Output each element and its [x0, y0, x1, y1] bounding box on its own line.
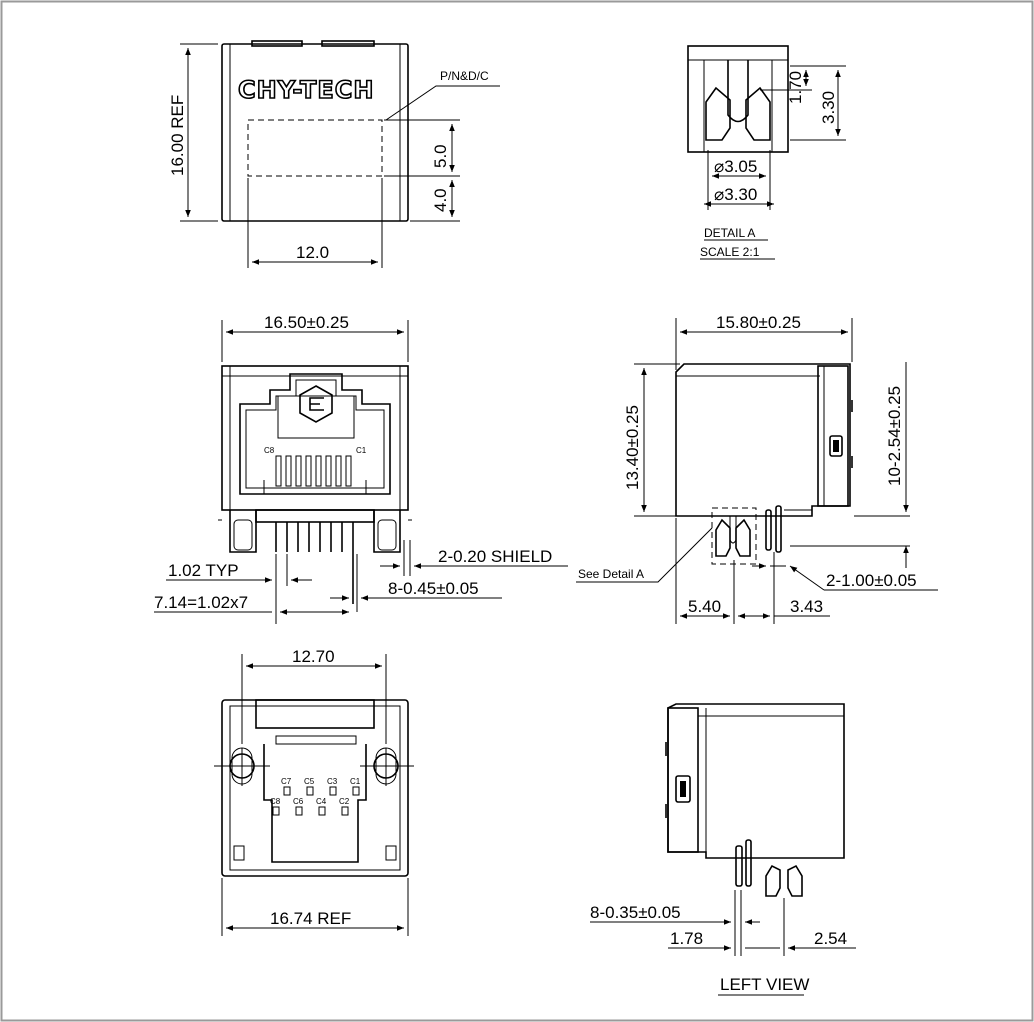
contact-label-c6: C6 [293, 797, 304, 806]
detail-slot-dim: 1.70 [786, 71, 805, 104]
bottom-width-dim: 16.74 REF [270, 909, 351, 928]
contact-label-c7: C7 [281, 777, 292, 786]
pitch-total-dim: 7.14=1.02x7 [154, 593, 248, 612]
front-contacts [275, 455, 352, 487]
brand-logo: CHY-TECH [238, 76, 374, 104]
contact-label-right: C1 [356, 446, 367, 455]
bottom-view-body [221, 699, 409, 877]
detail-a-view: 1.70 3.30 ⌀3.05 ⌀3.30 DETAIL A SCALE 2:1 [687, 45, 846, 260]
left-dim-a: 1.78 [670, 929, 703, 948]
detail-peg-left [705, 86, 731, 141]
front-pins [275, 522, 354, 604]
side-dim-b: 3.43 [790, 597, 823, 616]
left-view-body [667, 703, 845, 859]
detail-slot [727, 60, 749, 123]
detail-inner-dia: ⌀3.05 [714, 157, 757, 176]
left-pins-dim: 8-0.35±0.05 [590, 903, 681, 922]
side-width-dim: 15.80±0.25 [716, 313, 801, 332]
left-dim-b: 2.54 [814, 929, 847, 948]
peg-dia-dim: 2-1.00±0.05 [826, 571, 917, 590]
label-area-text: P/N&D/C [440, 69, 489, 83]
led-height-dim: 10-2.54±0.25 [885, 386, 904, 486]
see-detail-a-text: See Detail A [578, 567, 644, 581]
left-view-title: LEFT VIEW [720, 975, 809, 994]
top-view-body [221, 43, 409, 222]
label-height-dim: 5.0 [431, 144, 450, 168]
contact-label-c8: C8 [270, 797, 281, 806]
side-dim-a: 5.40 [688, 597, 721, 616]
front-peg-right [373, 510, 401, 553]
left-view: 8-0.35±0.05 1.78 2.54 LEFT VIEW [590, 703, 856, 996]
contact-label-left: C8 [264, 446, 275, 455]
bottom-view: C7 C5 C3 C1 C8 C6 C4 C2 12.70 16.74 REF [214, 647, 414, 936]
contact-label-c4: C4 [316, 797, 327, 806]
detail-outer-dia: ⌀3.30 [714, 185, 757, 204]
top-view: CHY-TECH P/N&D/C 16.00 REF 5.0 4.0 12.0 [168, 40, 500, 268]
front-view: C8 C1 [154, 313, 568, 624]
left-led-window [675, 775, 691, 803]
contact-label-c2: C2 [339, 797, 350, 806]
front-width-dim: 16.50±0.25 [264, 313, 349, 332]
contact-label-c3: C3 [327, 777, 338, 786]
bottom-label-strip [255, 699, 375, 729]
rj45-port-opening [239, 373, 391, 495]
detail-a-title: DETAIL A [704, 226, 755, 240]
side-view: 15.80±0.25 13.40±0.25 10-2.54±0.25 See D… [576, 313, 938, 624]
front-peg-left [229, 510, 257, 553]
bottom-port-outline [263, 744, 367, 863]
brand-hex-icon [299, 385, 333, 423]
shield-pins-dim: 2-0.20 SHIELD [438, 547, 552, 566]
label-width-dim: 12.0 [296, 243, 329, 262]
side-led-window [829, 435, 843, 457]
label-offset-dim: 4.0 [431, 188, 450, 212]
bottom-contact-pads [272, 786, 360, 816]
detail-peg-right [745, 86, 771, 141]
detail-height-dim: 3.30 [819, 91, 838, 124]
label-area [247, 119, 383, 177]
side-height-dim: 13.40±0.25 [623, 405, 642, 490]
pitch-typ-dim: 1.02 TYP [168, 561, 239, 580]
contact-label-c5: C5 [304, 777, 315, 786]
detail-a-scale: SCALE 2:1 [700, 245, 760, 259]
contact-label-c1: C1 [350, 777, 361, 786]
signal-pins-dim: 8-0.45±0.05 [388, 579, 479, 598]
height-ref-dim: 16.00 REF [168, 95, 187, 176]
pin-span-dim: 12.70 [292, 647, 335, 666]
detail-a-body [687, 45, 789, 153]
